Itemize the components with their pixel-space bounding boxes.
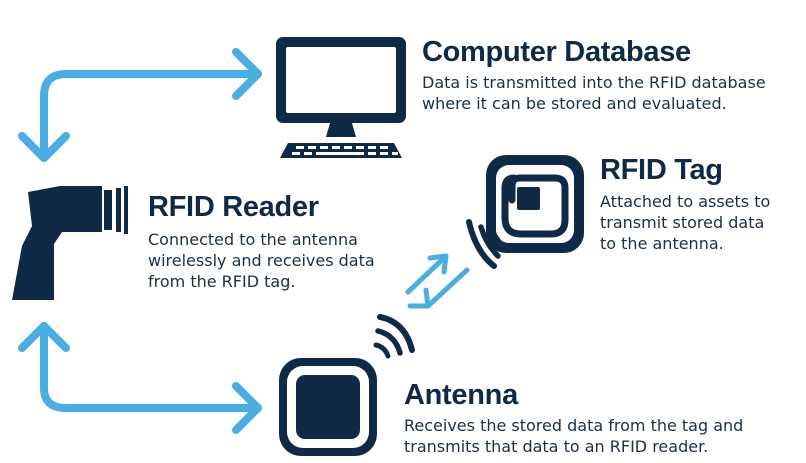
rfid-tag-description: Attached to assets to transmit stored da… <box>600 191 770 254</box>
rfid-reader-gun-icon <box>12 186 128 300</box>
computer-desc-line: Data is transmitted into the RFID databa… <box>422 73 766 92</box>
rfid-tag-title: RFID Tag <box>600 154 723 186</box>
antenna-desc-line: Receives the stored data from the tag an… <box>404 416 744 435</box>
computer-monitor-icon <box>276 37 406 137</box>
antenna-title: Antenna <box>404 379 518 411</box>
computer-database-description: Data is transmitted into the RFID databa… <box>422 72 766 114</box>
antenna-description: Receives the stored data from the tag an… <box>404 415 743 457</box>
computer-database-title: Computer Database <box>422 36 691 68</box>
tag-signal-waves-icon <box>466 219 506 269</box>
computer-desc-line: where it can be stored and evaluated. <box>422 94 727 113</box>
rfid-tag-icon <box>486 155 584 253</box>
antenna-icon <box>279 358 377 456</box>
tag-desc-line: to the antenna. <box>600 234 724 253</box>
antenna-signal-waves-icon <box>373 314 415 359</box>
keyboard-icon <box>280 143 402 158</box>
rfid-reader-title: RFID Reader <box>148 191 319 223</box>
antenna-desc-line: transmits that data to an RFID reader. <box>404 437 709 456</box>
tag-desc-line: transmit stored data <box>600 213 765 232</box>
tag-antenna-arrows <box>405 253 470 309</box>
tag-desc-line: Attached to assets to <box>600 192 771 211</box>
rfid-reader-description: Connected to the antenna wirelessly and … <box>148 229 375 292</box>
reader-desc-line: Connected to the antenna <box>148 230 358 249</box>
reader-desc-line: from the RFID tag. <box>148 272 296 291</box>
reader-desc-line: wirelessly and receives data <box>148 251 375 270</box>
reader-antenna-arrow <box>18 322 262 434</box>
reader-computer-arrow <box>18 48 262 162</box>
